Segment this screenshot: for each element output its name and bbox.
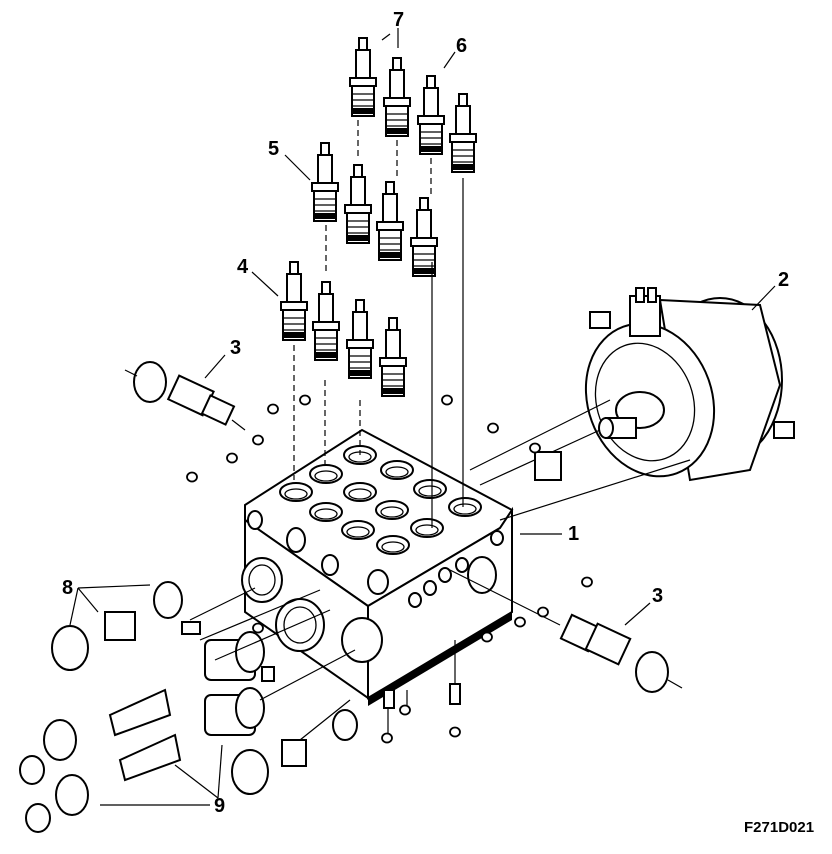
pump-motor (584, 287, 795, 482)
valve-row-5 (311, 142, 438, 277)
leader-lines (69, 28, 776, 806)
figure-id: F271D021 (744, 819, 814, 836)
callout-5: 5 (268, 138, 279, 160)
callout-1: 1 (568, 523, 579, 545)
callout-6: 6 (456, 35, 467, 57)
fitting-left-top (124, 361, 246, 431)
callout-9: 9 (214, 795, 225, 817)
valve-block (241, 428, 514, 706)
alignment-lines (293, 120, 464, 528)
valve-row-4 (280, 261, 407, 397)
callout-3-left: 3 (230, 337, 241, 359)
bushing (534, 451, 562, 481)
fitting-right (449, 569, 683, 693)
valve-row-7-6 (349, 37, 477, 173)
lower-left-components (19, 581, 461, 833)
callout-2: 2 (778, 269, 789, 291)
callout-7: 7 (393, 9, 404, 31)
callout-4: 4 (237, 256, 249, 278)
callout-3-right: 3 (652, 585, 663, 607)
callout-8: 8 (62, 577, 73, 599)
